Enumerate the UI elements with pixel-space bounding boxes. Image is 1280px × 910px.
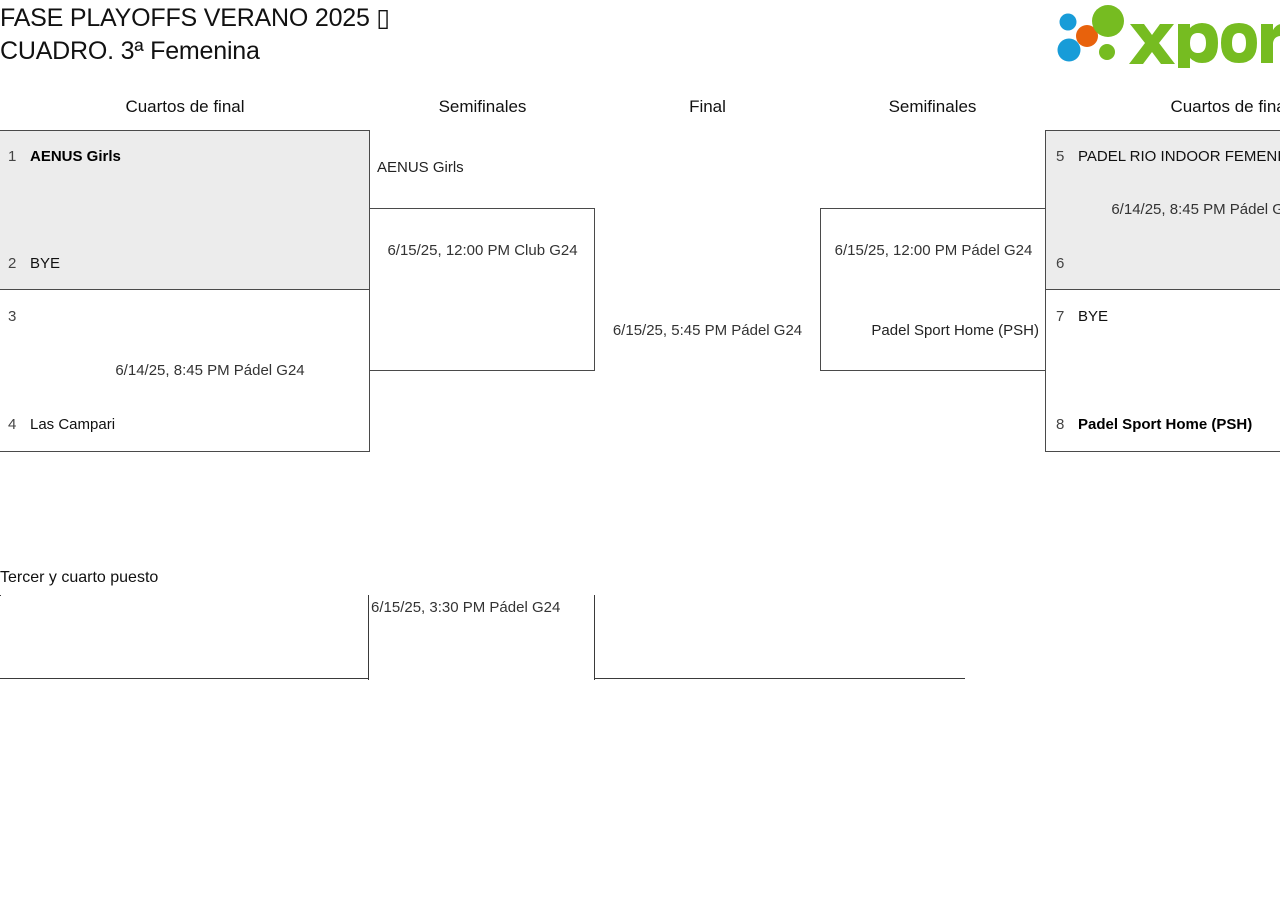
third-place-left-top	[0, 595, 1, 597]
seed-number: 7	[1056, 308, 1065, 325]
team-name: BYE	[1078, 308, 1109, 325]
match-box-qf2[interactable]: 3 6/14/25, 8:45 PM Pádel G24 4 Las Campar…	[0, 290, 370, 452]
xporty-logo[interactable]	[1046, 4, 1280, 68]
round-header-quarterfinals-left: Cuartos de final	[125, 97, 245, 116]
match-box-qf1[interactable]: 1 AENUS Girls 2 BYE	[0, 130, 370, 290]
match-box-final[interactable]: 6/15/25, 5:45 PM Pádel G24	[595, 208, 820, 371]
match-info-semifinal-right: 6/15/25, 12:00 PM Pádel G24	[834, 242, 1033, 259]
third-place-left-vertical	[368, 595, 370, 680]
seed-row-4[interactable]: 4 Las Campari	[8, 415, 115, 435]
seed-row-3[interactable]: 3	[8, 307, 30, 327]
third-place-title: Tercer y cuarto puesto	[0, 569, 159, 586]
page-title: FASE PLAYOFFS VERANO 2025 ▯ CUADRO. 3ª F…	[0, 4, 390, 65]
seed-number: 5	[1056, 148, 1065, 165]
round-header-semifinals-left: Semifinales	[438, 97, 527, 116]
seed-number: 2	[8, 255, 17, 272]
team-name: PADEL RIO INDOOR FEMENINO	[1078, 148, 1280, 165]
seed-number: 6	[1056, 255, 1065, 272]
seed-row-1[interactable]: 1 AENUS Girls	[8, 147, 121, 167]
match-box-semifinal-right[interactable]: 6/15/25, 12:00 PM Pádel G24 Padel Sport …	[820, 208, 1045, 371]
round-header-semifinals-right: Semifinales	[888, 97, 977, 116]
seed-number: 4	[8, 416, 17, 433]
seed-row-5[interactable]: 5 PADEL RIO INDOOR FEMENINO	[1056, 147, 1280, 167]
team-name: Padel Sport Home (PSH)	[1078, 416, 1253, 433]
match-box-semifinal-left[interactable]: 6/15/25, 12:00 PM Club G24	[370, 208, 595, 371]
seed-row-6[interactable]: 6	[1056, 254, 1078, 274]
third-place-left-bottom	[0, 678, 369, 680]
match-box-qf4[interactable]: 7 BYE 8 Padel Sport Home (PSH)	[1045, 290, 1280, 452]
team-name: Las Campari	[30, 416, 116, 433]
seed-row-2[interactable]: 2 BYE	[8, 254, 60, 274]
match-info-qf2: 6/14/25, 8:45 PM Pádel G24	[115, 362, 305, 379]
seed-number: 1	[8, 148, 17, 165]
seed-number: 8	[1056, 416, 1065, 433]
seed-number: 3	[8, 308, 17, 325]
match-info-final: 6/15/25, 5:45 PM Pádel G24	[612, 322, 803, 339]
round-header-final: Final	[689, 97, 726, 116]
semifinal-right-bottom-team: Padel Sport Home (PSH)	[871, 322, 1039, 339]
team-name: BYE	[30, 255, 61, 272]
third-place-right-vertical	[594, 595, 596, 680]
match-box-qf3[interactable]: 5 PADEL RIO INDOOR FEMENINO 6/14/25, 8:45…	[1045, 130, 1280, 290]
third-place-right-bottom	[594, 678, 965, 680]
match-info-qf3: 6/14/25, 8:45 PM Pádel G24	[1111, 201, 1280, 218]
semifinal-left-top-team: AENUS Girls	[377, 159, 464, 176]
round-header-quarterfinals-right: Cuartos de final	[1170, 97, 1280, 116]
seed-row-7[interactable]: 7 BYE	[1056, 307, 1108, 327]
team-name: AENUS Girls	[30, 148, 121, 165]
seed-row-8[interactable]: 8 Padel Sport Home (PSH)	[1056, 415, 1252, 435]
match-info-third-place: 6/15/25, 3:30 PM Pádel G24	[371, 599, 561, 616]
match-info-semifinal-left: 6/15/25, 12:00 PM Club G24	[387, 242, 578, 259]
